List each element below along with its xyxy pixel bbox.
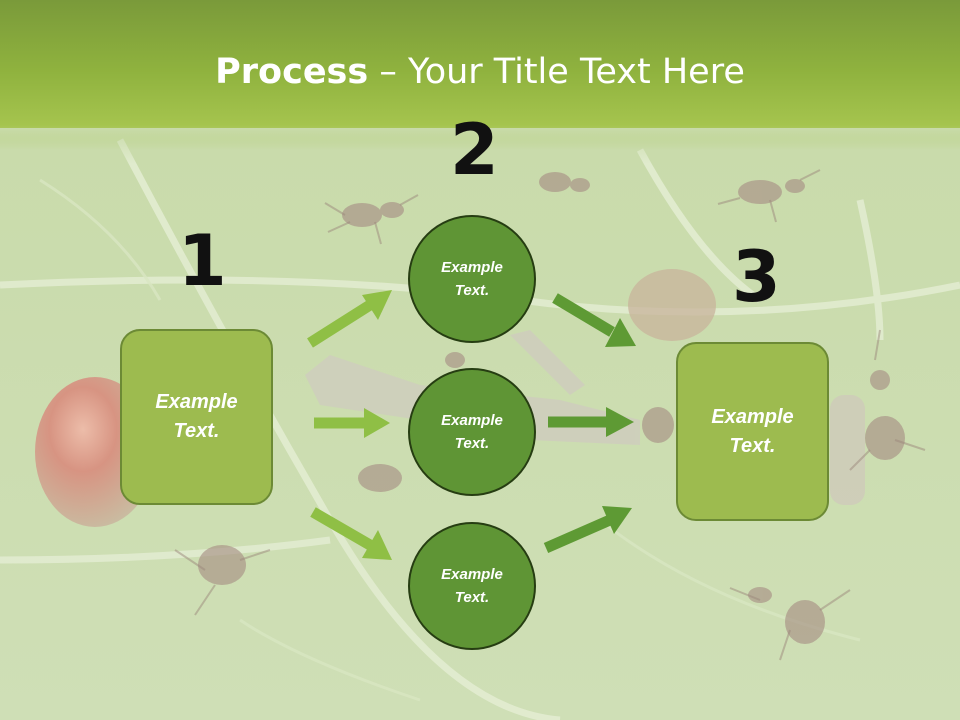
arrow-head-circle-2-to-box: [606, 407, 634, 437]
arrow-box-to-circle-1: [307, 300, 373, 348]
step-3-box-line-2: Text.: [729, 434, 776, 457]
circle-bottom-line-1: Example: [441, 566, 503, 583]
slide-title-rest: – Your Title Text Here: [368, 52, 745, 92]
circle-middle-line-2: Text.: [454, 435, 490, 452]
step-number-3: 3: [732, 236, 781, 318]
step-number-1: 1: [178, 220, 227, 302]
circle-bottom-line-2: Text.: [454, 589, 490, 606]
step-1-box-line-1: Example: [155, 391, 238, 413]
arrow-head-box-to-circle-3: [362, 530, 392, 560]
circle-top-line-1: Example: [441, 259, 503, 276]
slide-title: Process – Your Title Text Here: [0, 52, 960, 92]
step-1-box: Example Text.: [120, 329, 273, 505]
arrow-head-box-to-circle-1: [362, 290, 392, 320]
arrow-head-box-to-circle-2: [364, 408, 390, 438]
slide-title-bold: Process: [215, 52, 369, 92]
arrow-circle-1-to-box: [552, 293, 615, 337]
step-2-circle-bottom: Example Text.: [408, 522, 536, 650]
step-number-2: 2: [450, 109, 499, 191]
arrow-head-circle-3-to-box: [602, 506, 632, 534]
step-2-circle-top: Example Text.: [408, 215, 536, 343]
arrow-box-to-circle-3: [310, 507, 373, 550]
circle-middle-line-1: Example: [441, 412, 503, 429]
arrow-head-circle-1-to-box: [605, 318, 636, 347]
step-3-box: Example Text.: [676, 342, 829, 521]
circle-top-line-2: Text.: [454, 282, 490, 299]
step-3-box-line-1: Example: [711, 405, 794, 428]
step-1-box-line-2: Text.: [173, 420, 220, 442]
arrow-circle-3-to-box: [543, 514, 613, 554]
step-2-circle-middle: Example Text.: [408, 368, 536, 496]
